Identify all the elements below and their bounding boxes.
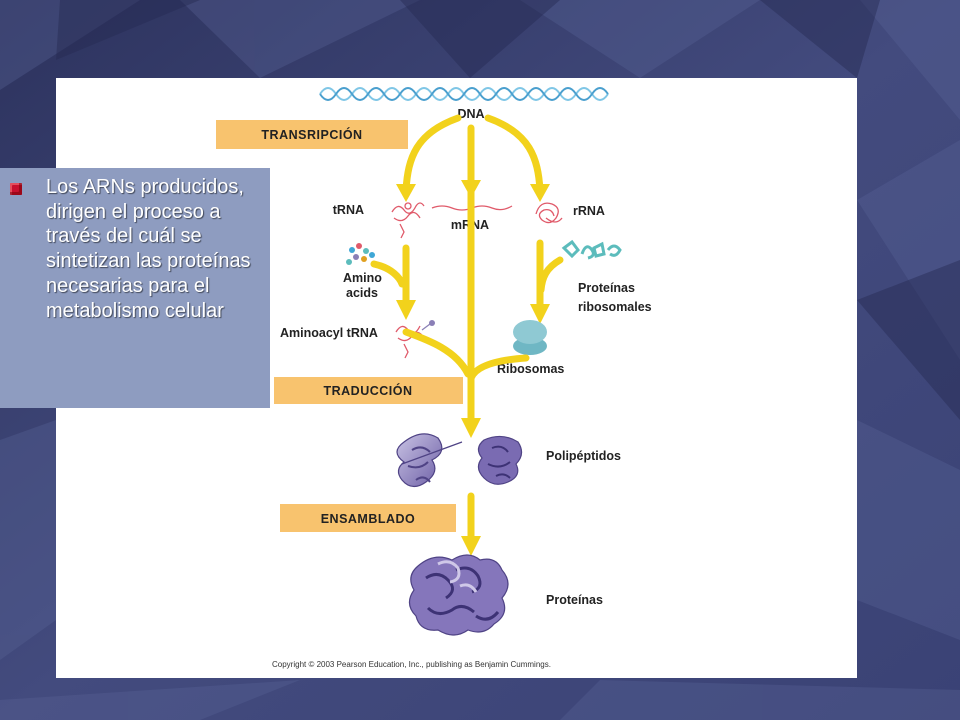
stage-translation: TRADUCCIÓN — [274, 377, 463, 404]
stage-translation-label: TRADUCCIÓN — [323, 383, 412, 398]
stage-assembly-label: ENSAMBLADO — [321, 512, 416, 526]
dna-helix-icon — [319, 87, 609, 101]
ribosomal-proteins-label-line1: Proteínas — [578, 281, 635, 295]
ribosomal-proteins-label-line2: ribosomales — [578, 300, 652, 314]
rrna-label: rRNA — [573, 204, 605, 218]
ribosomal-proteins-icon — [561, 239, 622, 260]
amino-acids-label-line2: acids — [346, 286, 378, 300]
dna-label: DNA — [457, 107, 484, 121]
amino-acids-label-line1: Amino — [343, 271, 382, 285]
translation-arrowhead — [461, 418, 481, 438]
transcription-arrows — [402, 114, 544, 194]
ribosome-arrowhead — [530, 304, 550, 324]
stage-transcription: TRANSRIPCIÓN — [216, 120, 408, 149]
translation-arrows — [402, 184, 530, 427]
aminoacyl-trna-label: Aminoacyl tRNA — [280, 326, 378, 340]
charging-arrowhead — [396, 300, 416, 320]
ribosome-icon — [513, 320, 547, 355]
stage-transcription-label: TRANSRIPCIÓN — [261, 127, 362, 142]
callout-box: Los ARNs producidos, dirigen el proceso … — [0, 168, 270, 408]
stage-assembly: ENSAMBLADO — [280, 504, 456, 532]
protein-complex-icon — [408, 554, 509, 636]
bullet-square-icon — [10, 183, 22, 195]
ribosomes-label: Ribosomas — [497, 362, 564, 376]
polypeptide-icon — [396, 433, 463, 488]
trna-label: tRNA — [333, 203, 364, 217]
amino-acids-icon — [346, 243, 375, 265]
ribosome-arrows — [536, 239, 564, 312]
callout-text: Los ARNs producidos, dirigen el proceso … — [46, 176, 251, 322]
rrna-icon — [535, 202, 563, 224]
attached-amino-acid-icon — [429, 320, 435, 326]
assembly-arrowhead — [461, 536, 481, 556]
trna-icon — [391, 202, 425, 239]
protein-synthesis-diagram: DNA TRANSRIPCIÓN tRNA mRNA — [216, 87, 652, 669]
copyright-text: Copyright © 2003 Pearson Education, Inc.… — [272, 660, 551, 669]
polypeptide-icon — [477, 435, 523, 485]
proteins-label: Proteínas — [546, 593, 603, 607]
polypeptides-label: Polipéptidos — [546, 449, 621, 463]
charging-arrows — [370, 244, 410, 308]
